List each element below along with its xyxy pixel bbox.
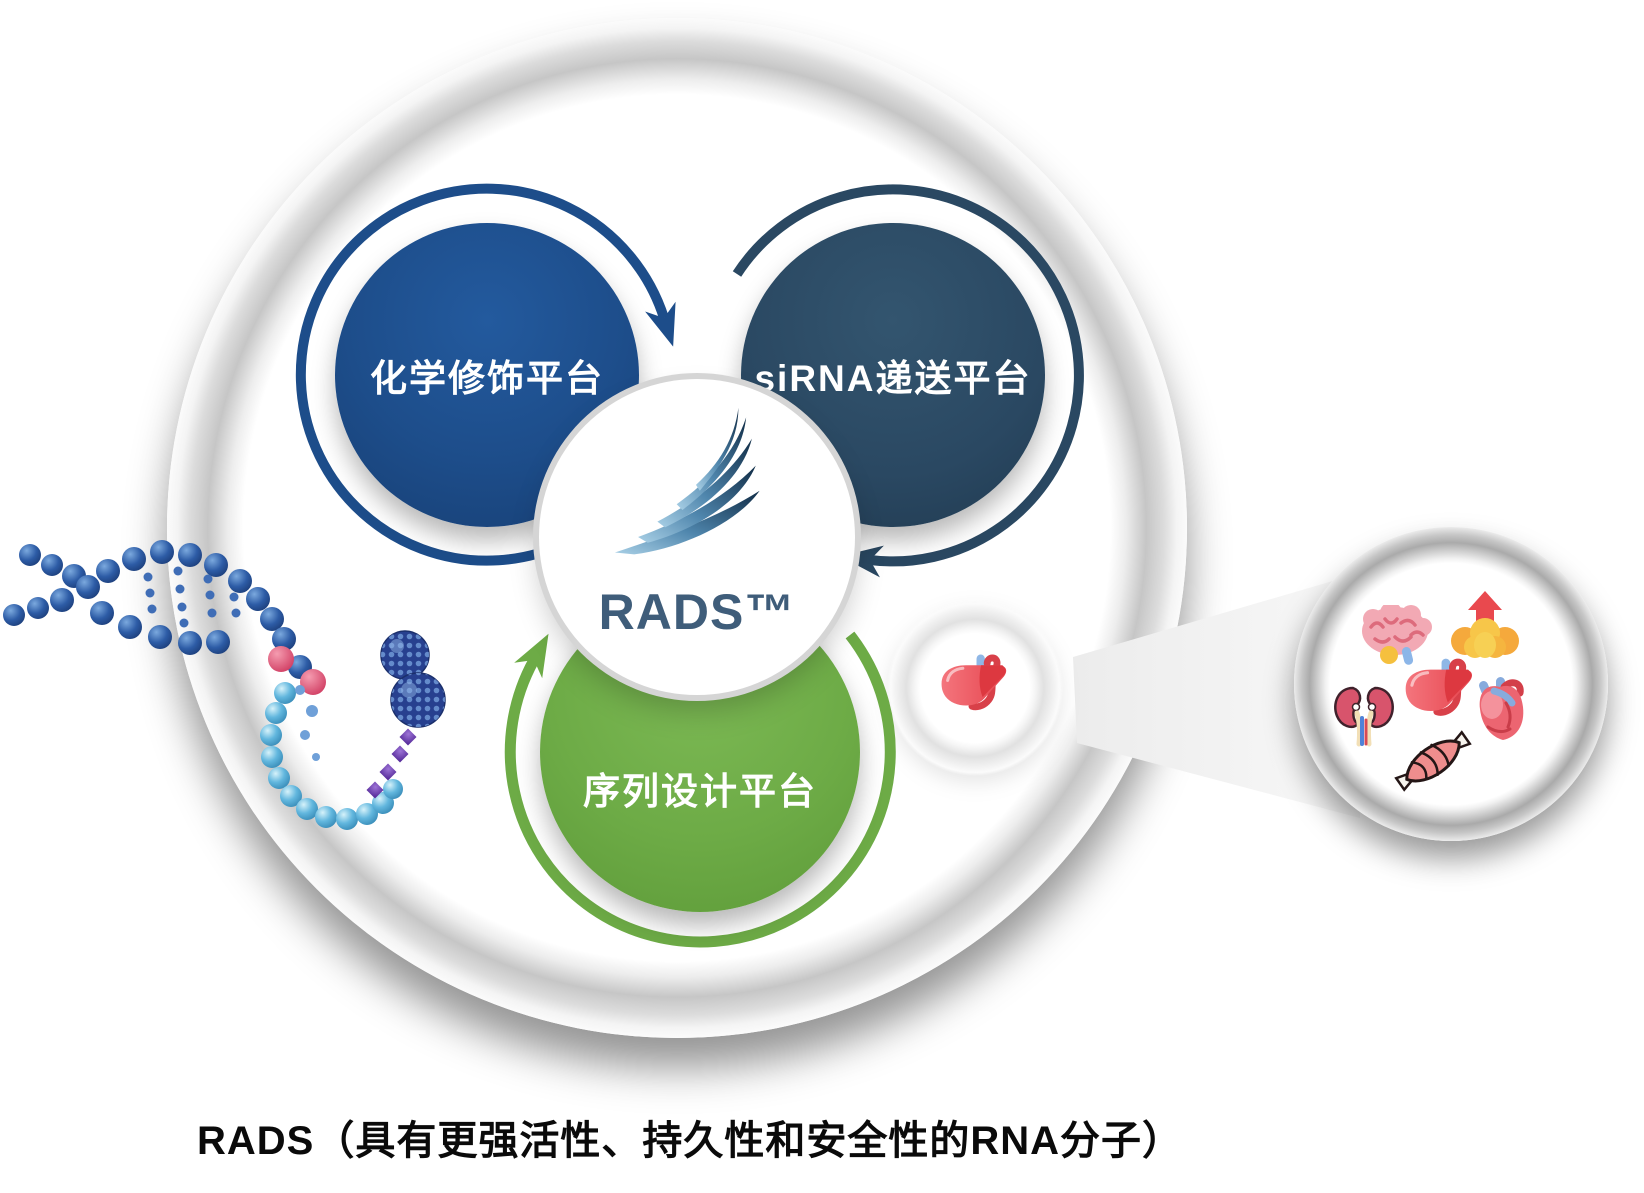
muscle-icon (1394, 730, 1472, 792)
wing-logo-icon (614, 407, 760, 555)
liver-icon (1401, 657, 1479, 729)
heart-icon (1479, 677, 1524, 740)
adipose-tissue-up-arrow-icon (1451, 591, 1519, 658)
rads-label: RADS™ (598, 584, 796, 640)
brain-icon (1362, 605, 1432, 665)
kidneys-icon (1334, 686, 1394, 747)
caption: RADS（具有更强活性、持久性和安全性的RNA分子） (197, 1119, 1183, 1163)
liver-icon (937, 653, 1013, 723)
organ-panel-circle (1294, 527, 1608, 841)
rads-center-circle: RADS™ (539, 379, 855, 695)
platform-label-sirna-delivery: siRNA递送平台 (754, 358, 1032, 399)
platform-label-sequence-design: 序列设计平台 (583, 771, 817, 812)
platform-label-chemical-modification: 化学修饰平台 (370, 358, 604, 399)
liver-target-circle (887, 600, 1063, 776)
